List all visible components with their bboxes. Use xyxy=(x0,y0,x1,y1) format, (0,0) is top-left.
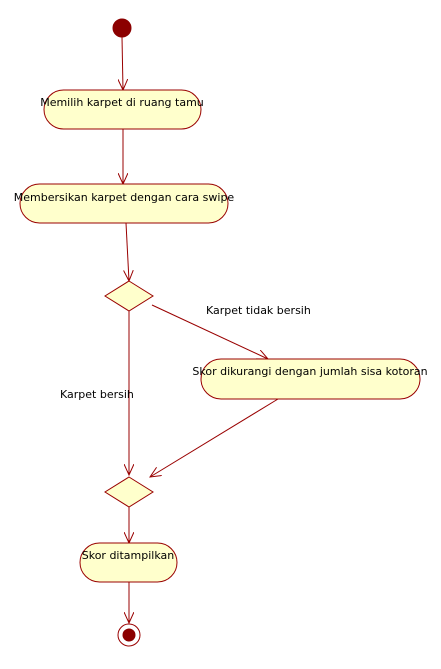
edge-action-3-to-merge xyxy=(150,398,279,477)
edge-action-2-to-decision xyxy=(126,222,129,281)
action-node-4-label: Skor ditampilkan xyxy=(82,549,175,562)
initial-node xyxy=(112,18,132,38)
action-node-4: Skor ditampilkan xyxy=(79,542,178,583)
action-node-3: Skor dikurangi dengan jumlah sisa kotora… xyxy=(192,358,428,400)
edge-decision-to-action-3 xyxy=(151,304,268,359)
action-node-1-label: Memilih karpet di ruang tamu xyxy=(40,96,204,109)
final-node xyxy=(117,623,141,647)
merge-node xyxy=(104,476,154,508)
edges xyxy=(122,36,279,623)
guard-label-not-clean: Karpet tidak bersih xyxy=(206,304,311,317)
guard-label-clean: Karpet bersih xyxy=(60,388,134,401)
decision-node xyxy=(104,280,154,312)
edge-start-to-action-1 xyxy=(122,36,123,90)
action-node-2: Membersikan karpet dengan cara swipe xyxy=(14,183,235,224)
action-node-3-label: Skor dikurangi dengan jumlah sisa kotora… xyxy=(192,365,427,378)
action-node-1: Memilih karpet di ruang tamu xyxy=(40,89,204,130)
action-node-2-label: Membersikan karpet dengan cara swipe xyxy=(14,191,235,204)
